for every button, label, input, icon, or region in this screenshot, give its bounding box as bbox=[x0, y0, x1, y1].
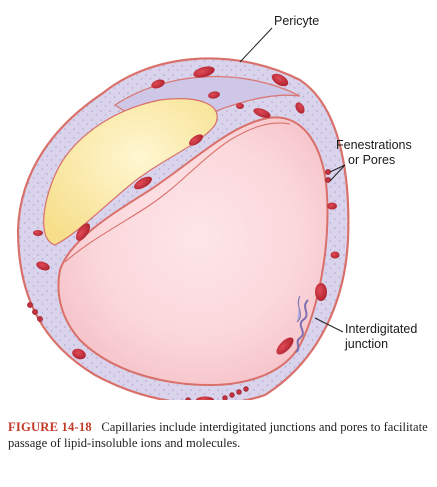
interdigitated-label-line2: junction bbox=[345, 337, 389, 351]
nuclei bbox=[33, 66, 340, 400]
fenestrations bbox=[27, 169, 331, 400]
caption-text: Capillaries include interdigitated junct… bbox=[8, 420, 428, 450]
interdigitated-label: Interdigitated junction bbox=[345, 322, 417, 352]
vacuole bbox=[43, 98, 218, 246]
capillary-diagram bbox=[16, 27, 350, 400]
fenestrations-label: Fenestrations or Pores bbox=[336, 138, 412, 168]
junction-fold bbox=[296, 295, 301, 323]
figure-caption: FIGURE 14-18 Capillaries include interdi… bbox=[8, 420, 432, 451]
figure-number: FIGURE 14-18 bbox=[8, 420, 92, 434]
pericyte-label: Pericyte bbox=[274, 14, 320, 28]
interdigitated-label-line1: Interdigitated bbox=[345, 322, 418, 336]
fenestrations-label-line1: Fenestrations bbox=[336, 138, 412, 152]
fenestrations-label-line2: or Pores bbox=[348, 153, 396, 167]
endothelial-membrane bbox=[64, 122, 291, 263]
pointer-lines bbox=[239, 27, 346, 333]
capillary-lumen bbox=[57, 116, 329, 387]
interdigitated-junction bbox=[295, 299, 309, 353]
